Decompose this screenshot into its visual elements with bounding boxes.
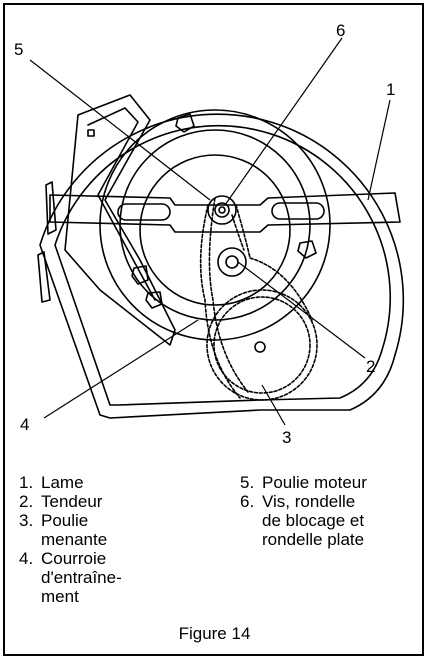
legend-item: 6. Vis, rondelle de blocage et rondelle … — [240, 492, 420, 549]
blade-slot — [117, 203, 171, 221]
legend-number: 2. — [19, 492, 34, 511]
leader-line-6 — [224, 37, 343, 206]
mounting-nut — [145, 291, 163, 309]
legend-number: 5. — [240, 473, 255, 492]
legend-text: Tendeur — [41, 492, 103, 511]
callout-5: 5 — [14, 40, 23, 59]
tensioner-pulley — [217, 247, 247, 277]
legend-number: 1. — [19, 473, 34, 492]
legend-item: 4. Courroie d'entraîne- ment — [19, 549, 209, 606]
deck-hole — [87, 129, 95, 137]
discharge-baffle — [64, 94, 176, 346]
deck-edge-bracket — [37, 251, 51, 303]
legend-text: Poulie menante — [41, 511, 108, 549]
leader-line-1 — [367, 99, 391, 201]
callout-1: 1 — [386, 80, 395, 99]
callout-4: 4 — [20, 415, 29, 434]
callout-2: 2 — [366, 357, 375, 376]
blade-slot — [271, 202, 325, 220]
drive-belt — [208, 197, 249, 393]
drive-pulley-inner — [213, 296, 311, 394]
leader-line-5 — [29, 59, 211, 201]
legend-item: 1. Lame — [19, 473, 209, 492]
legend-item: 3. Poulie menante — [19, 511, 209, 549]
deck-outer-shell — [39, 113, 405, 419]
leader-line-4 — [43, 319, 199, 419]
callout-3: 3 — [282, 428, 291, 447]
mounting-nut — [175, 113, 195, 133]
drive-pulley — [206, 289, 318, 401]
legend-number: 4. — [19, 549, 34, 568]
legend-number: 6. — [240, 492, 255, 511]
legend-item: 2. Tendeur — [19, 492, 209, 511]
legend-item: 5. Poulie moteur — [240, 473, 420, 492]
motor-pulley-bolt — [214, 202, 230, 218]
legend-left: 1. Lame 2. Tendeur 3. Poulie menante 4. … — [19, 473, 209, 606]
hub-ring-inner — [139, 154, 291, 306]
drive-belt — [235, 204, 313, 321]
drive-belt — [199, 204, 241, 399]
legend-text: Poulie moteur — [262, 473, 367, 492]
legend-number: 3. — [19, 511, 34, 530]
blade — [49, 192, 401, 233]
discharge-baffle-inner — [87, 107, 156, 301]
leader-line-2 — [237, 261, 366, 359]
legend-text: Courroie d'entraîne- ment — [41, 549, 122, 606]
deck-inner-shell — [54, 124, 392, 406]
drive-belt — [231, 214, 245, 251]
callout-6: 6 — [336, 21, 345, 40]
drive-pulley-center — [254, 341, 266, 353]
deck-edge-bracket — [45, 181, 57, 235]
tensioner-pulley-hub — [225, 255, 239, 269]
motor-pulley — [207, 195, 237, 225]
motor-pulley-center — [218, 206, 226, 214]
mounting-nut — [131, 265, 149, 285]
legend-text: Lame — [41, 473, 84, 492]
figure-frame — [3, 3, 424, 656]
figure-caption: Figure 14 — [178, 624, 251, 643]
legend-right: 5. Poulie moteur 6. Vis, rondelle de blo… — [240, 473, 420, 549]
legend-text: Vis, rondelle de blocage et rondelle pla… — [262, 492, 365, 549]
leader-line-3 — [261, 384, 286, 426]
mounting-nut — [297, 240, 317, 259]
